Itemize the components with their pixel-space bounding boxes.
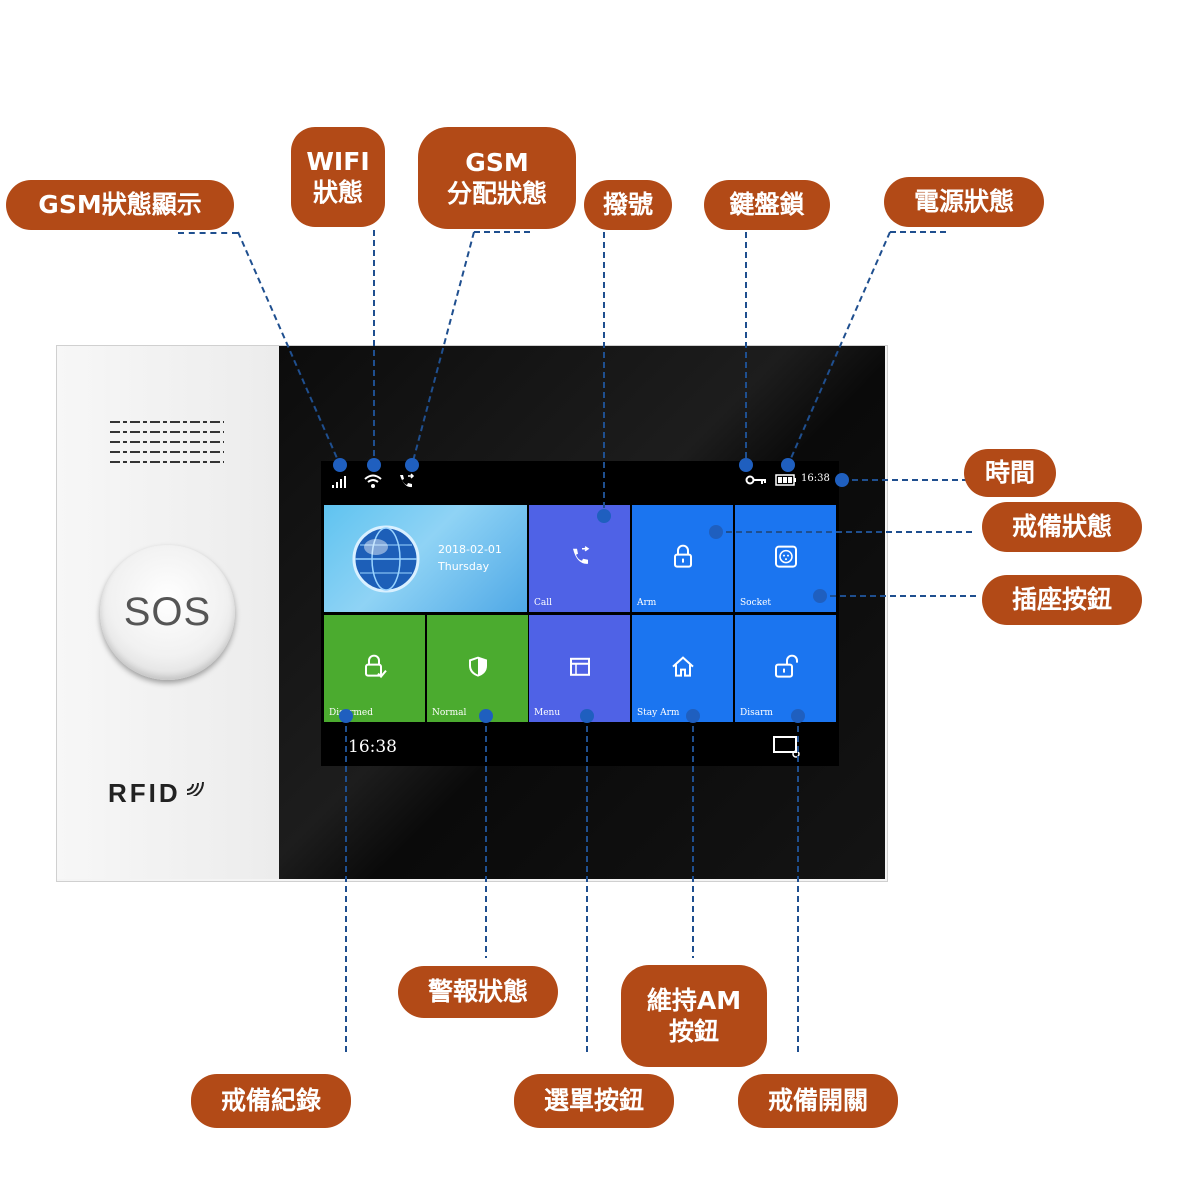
globe-icon bbox=[352, 525, 420, 593]
callout-stay-am-line2: 按鈕 bbox=[668, 1017, 719, 1046]
callout-gsm-status: GSM狀態顯示 bbox=[6, 180, 234, 230]
bottom-time: 16:38 bbox=[348, 737, 397, 757]
callout-socket-button-text: 插座按鈕 bbox=[1011, 585, 1112, 615]
arm-tile[interactable]: Arm bbox=[632, 505, 733, 612]
menu-tile[interactable]: Menu bbox=[529, 615, 630, 722]
sos-button[interactable]: SOS bbox=[100, 545, 235, 680]
callout-gsm-allocation-line1: GSM bbox=[465, 147, 529, 177]
callout-alarm-status: 警報狀態 bbox=[398, 966, 558, 1018]
disarm-tile[interactable]: Disarm bbox=[735, 615, 836, 722]
callout-stay-am-line1: 維持AM bbox=[646, 985, 742, 1015]
callout-socket-button: 插座按鈕 bbox=[982, 575, 1142, 625]
touch-screen: 16:38 2018-02-01 Thursday Call Arm bbox=[321, 461, 839, 766]
callout-stay-am-button: 維持AM 按鈕 bbox=[621, 965, 767, 1067]
callout-menu-button-text: 選單按鈕 bbox=[543, 1086, 644, 1116]
normal-tile[interactable]: Normal bbox=[427, 615, 528, 722]
callout-alarm-status-text: 警報狀態 bbox=[427, 977, 528, 1007]
callout-arm-status: 戒備狀態 bbox=[982, 502, 1142, 552]
stay-arm-label: Stay Arm bbox=[637, 708, 680, 718]
callout-wifi: WIFI 狀態 bbox=[291, 127, 385, 227]
stay-arm-tile[interactable]: Stay Arm bbox=[632, 615, 733, 722]
rfid-label: RFID bbox=[108, 778, 181, 808]
socket-icon bbox=[774, 545, 797, 568]
callout-power-status-text: 電源狀態 bbox=[913, 187, 1014, 217]
lock-check-icon bbox=[364, 654, 387, 678]
callout-keypad-lock-text: 鍵盤鎖 bbox=[729, 190, 805, 220]
key-lock-icon bbox=[745, 475, 766, 485]
callout-arm-status-text: 戒備狀態 bbox=[1011, 512, 1112, 542]
disarm-label: Disarm bbox=[740, 708, 773, 718]
callout-dial-text: 撥號 bbox=[602, 190, 653, 220]
speaker-grille bbox=[110, 421, 224, 463]
call-tile[interactable]: Call bbox=[529, 505, 630, 612]
callout-wifi-line1: WIFI bbox=[306, 146, 370, 176]
rfid-area: RFID bbox=[108, 778, 209, 809]
callout-time: 時間 bbox=[964, 449, 1056, 497]
date-text: 2018-02-01 bbox=[438, 543, 502, 556]
callout-keypad-lock: 鍵盤鎖 bbox=[704, 180, 830, 230]
shield-icon bbox=[468, 656, 487, 677]
menu-label: Menu bbox=[534, 708, 561, 718]
callout-dial: 撥號 bbox=[584, 180, 672, 230]
menu-window-icon bbox=[569, 657, 590, 676]
socket-tile[interactable]: Socket bbox=[735, 505, 836, 612]
callout-arm-switch-text: 戒備開關 bbox=[767, 1086, 868, 1116]
callout-menu-button: 選單按鈕 bbox=[514, 1074, 674, 1128]
callout-arm-log-text: 戒備紀錄 bbox=[220, 1086, 321, 1116]
normal-label: Normal bbox=[432, 708, 467, 718]
gsm-phone-icon bbox=[400, 473, 415, 488]
weekday-text: Thursday bbox=[438, 560, 490, 573]
callout-gsm-allocation-line2: 分配狀態 bbox=[446, 179, 547, 208]
signal-bars-icon bbox=[332, 476, 346, 488]
callout-wifi-line2: 狀態 bbox=[312, 178, 363, 207]
callout-time-text: 時間 bbox=[984, 458, 1035, 488]
arm-label: Arm bbox=[637, 598, 657, 608]
callout-arm-log: 戒備紀錄 bbox=[191, 1074, 351, 1128]
call-label: Call bbox=[534, 598, 553, 608]
arm-switch-icon[interactable] bbox=[772, 735, 802, 759]
status-time: 16:38 bbox=[801, 473, 830, 484]
lock-closed-icon bbox=[673, 544, 692, 568]
callout-arm-switch: 戒備開關 bbox=[738, 1074, 898, 1128]
socket-label: Socket bbox=[740, 598, 772, 608]
wifi-icon bbox=[364, 474, 382, 488]
leader-line bbox=[178, 232, 238, 234]
callout-gsm-allocation: GSM 分配狀態 bbox=[418, 127, 576, 229]
call-icon bbox=[572, 545, 589, 564]
sos-label: SOS bbox=[123, 590, 212, 634]
rfid-wave-icon bbox=[186, 781, 204, 796]
lock-open-icon bbox=[774, 654, 798, 678]
battery-icon bbox=[775, 474, 796, 486]
callout-gsm-status-text: GSM狀態顯示 bbox=[38, 190, 202, 220]
date-widget[interactable]: 2018-02-01 Thursday bbox=[324, 505, 527, 612]
home-icon bbox=[671, 655, 694, 677]
callout-power-status: 電源狀態 bbox=[884, 177, 1044, 227]
